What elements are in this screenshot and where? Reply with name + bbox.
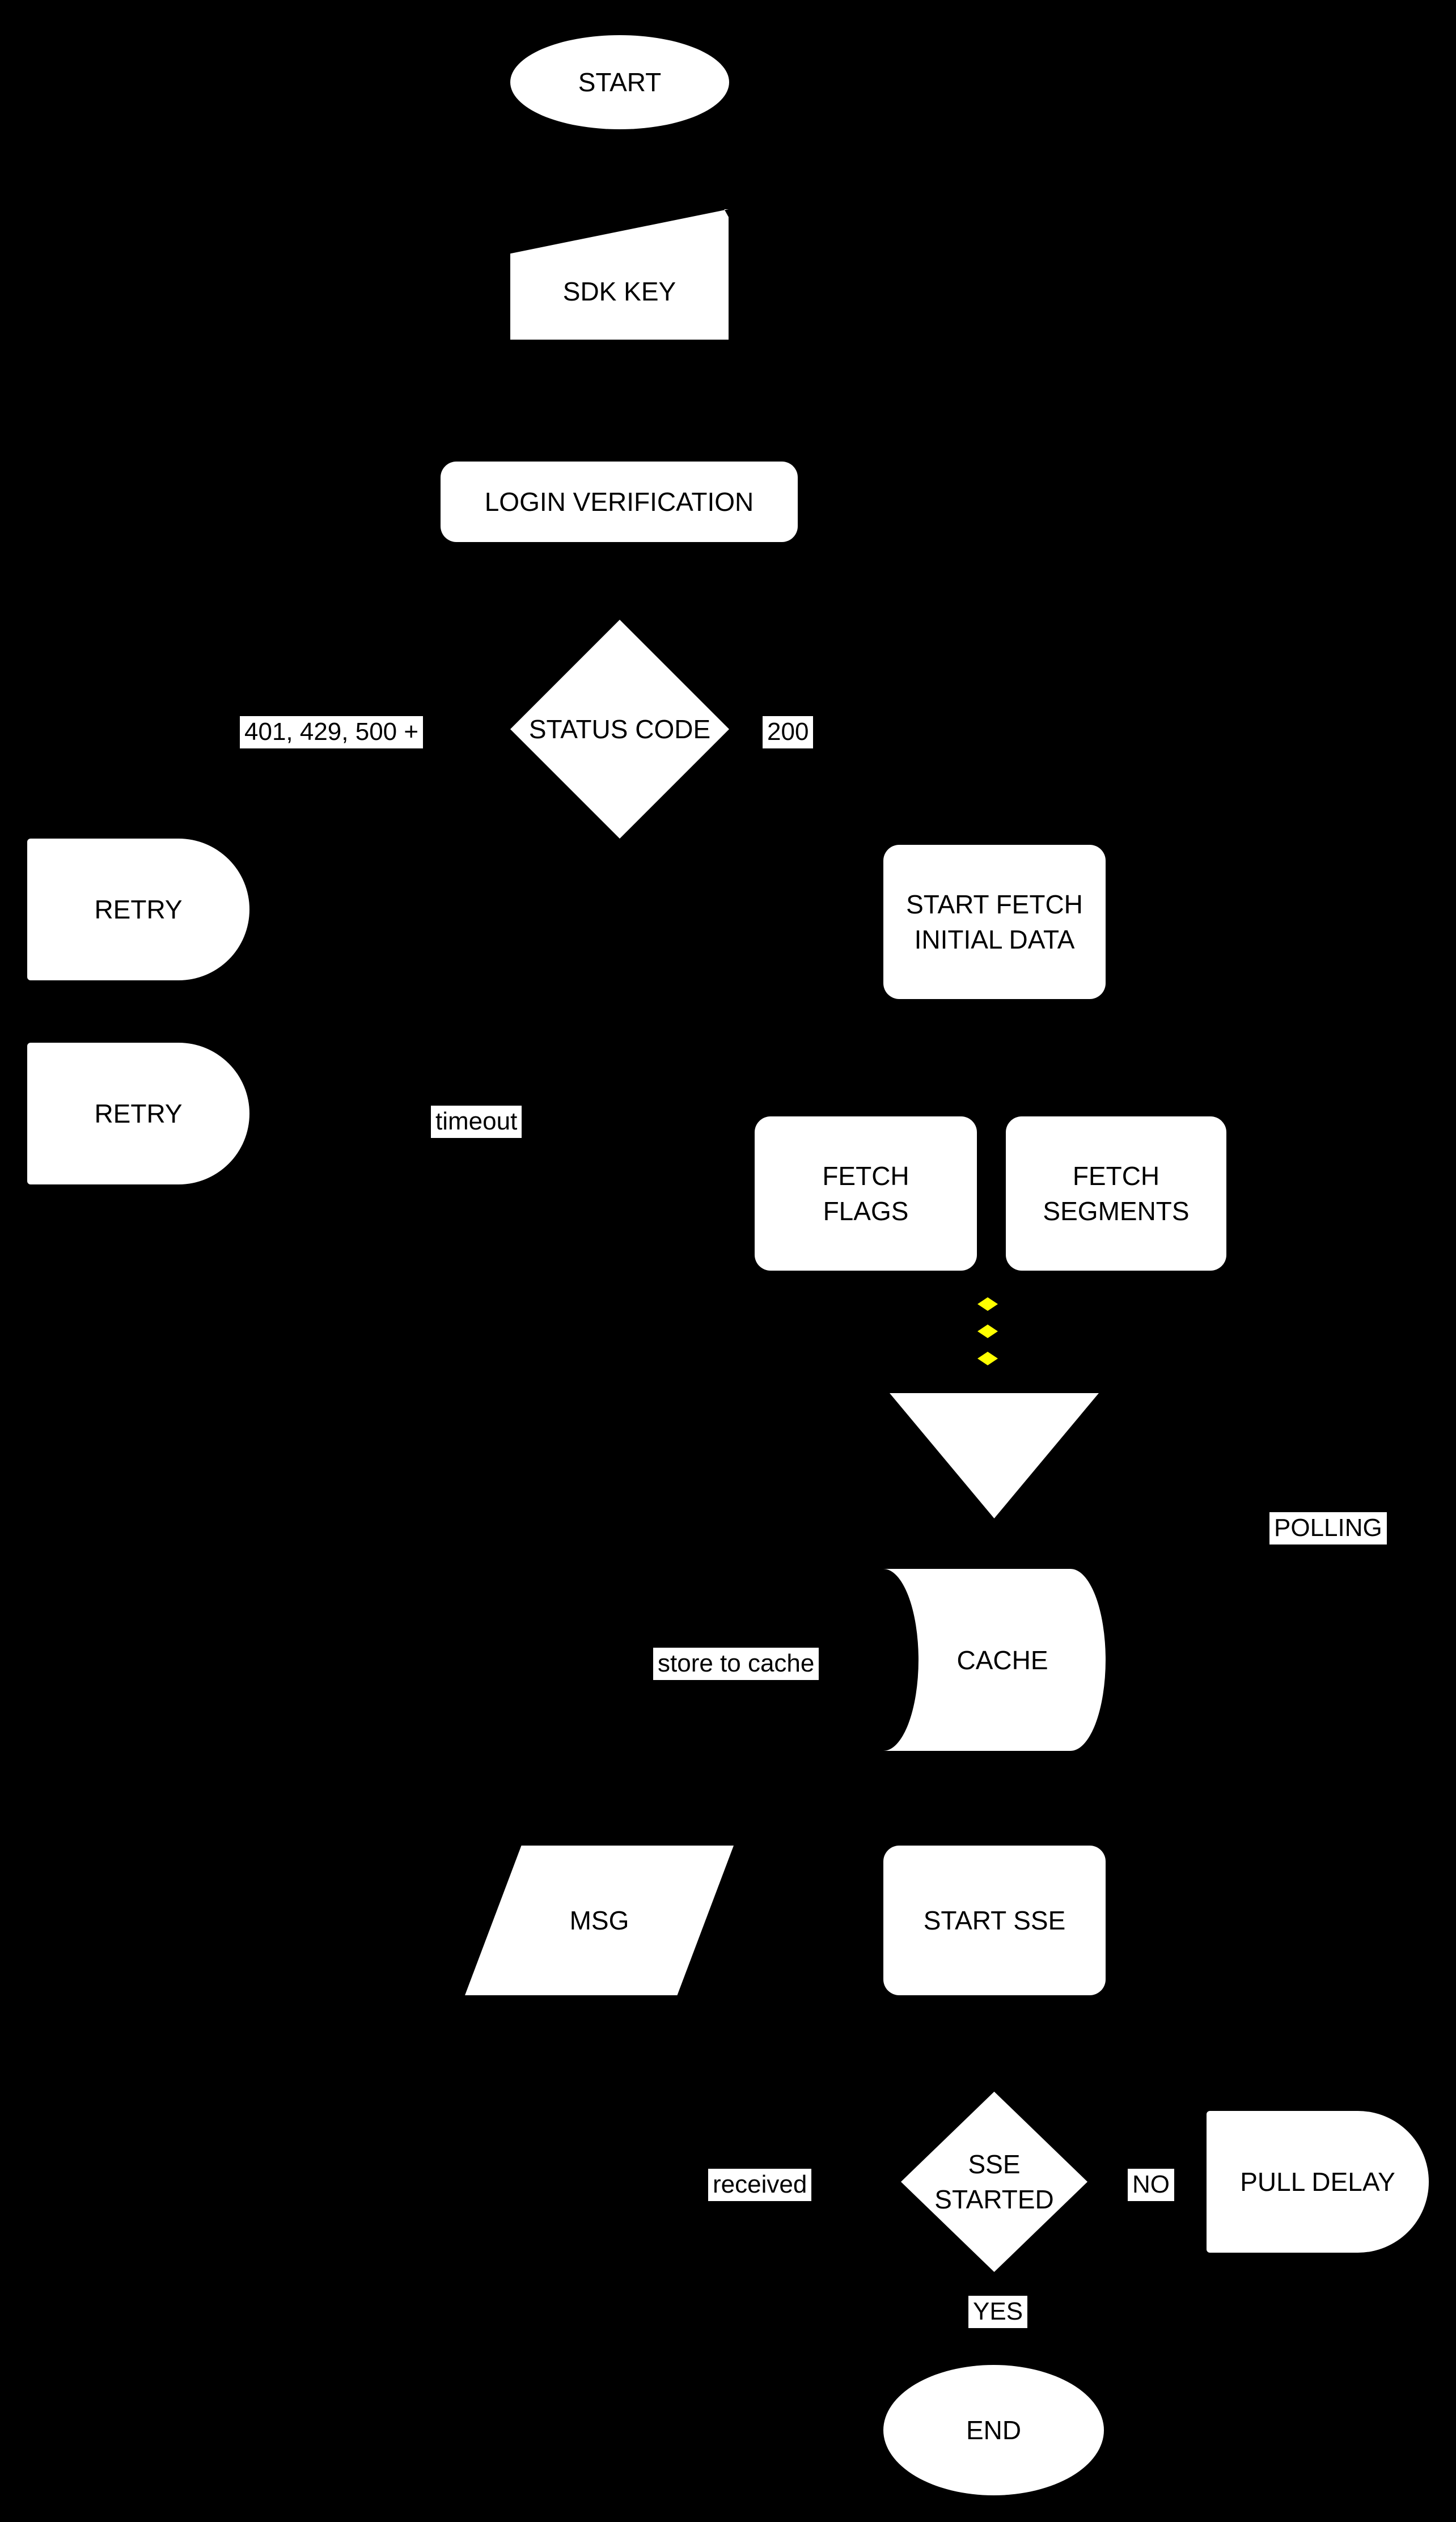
connector-dot-icon	[977, 1352, 998, 1365]
node-status-code: STATUS CODE	[510, 620, 729, 839]
node-login-verification: LOGIN VERIFICATION	[441, 462, 798, 542]
connector-dot-icon	[977, 1297, 998, 1311]
edge-label-yes: YES	[968, 2296, 1028, 2328]
node-sdk-key: SDK KEY	[510, 209, 729, 340]
node-fetch-flags: FETCH FLAGS	[755, 1116, 977, 1271]
connector-dot-icon	[977, 1325, 998, 1338]
node-msg: MSG	[465, 1846, 734, 1995]
node-start: START	[510, 35, 729, 129]
node-start-sse: START SSE	[883, 1846, 1106, 1995]
node-sse-started: SSE STARTED	[901, 2092, 1087, 2272]
edge-label-success-code: 200	[763, 716, 814, 748]
edge-label-polling: POLLING	[1269, 1512, 1387, 1544]
node-fetch-segments: FETCH SEGMENTS	[1006, 1116, 1226, 1271]
stored-data-shape	[883, 1569, 1106, 1751]
node-cache-label: CACHE	[956, 1645, 1048, 1675]
node-end: END	[883, 2365, 1104, 2495]
node-retry-unauthorized: RETRY	[27, 839, 249, 980]
edge-label-received: received	[708, 2169, 812, 2201]
edge-label-no: NO	[1128, 2169, 1174, 2201]
edge-label-timeout: timeout	[431, 1106, 522, 1138]
edge-label-error-codes: 401, 429, 500 +	[240, 716, 424, 748]
node-pull-delay: PULL DELAY	[1207, 2111, 1429, 2253]
node-cache: CACHE	[883, 1569, 1106, 1751]
node-retry-timeout: RETRY	[27, 1043, 249, 1184]
node-merge-triangle	[890, 1393, 1099, 1518]
node-start-fetch-initial-data: START FETCH INITIAL DATA	[883, 845, 1106, 999]
edge-label-store-to-cache: store to cache	[653, 1648, 819, 1680]
